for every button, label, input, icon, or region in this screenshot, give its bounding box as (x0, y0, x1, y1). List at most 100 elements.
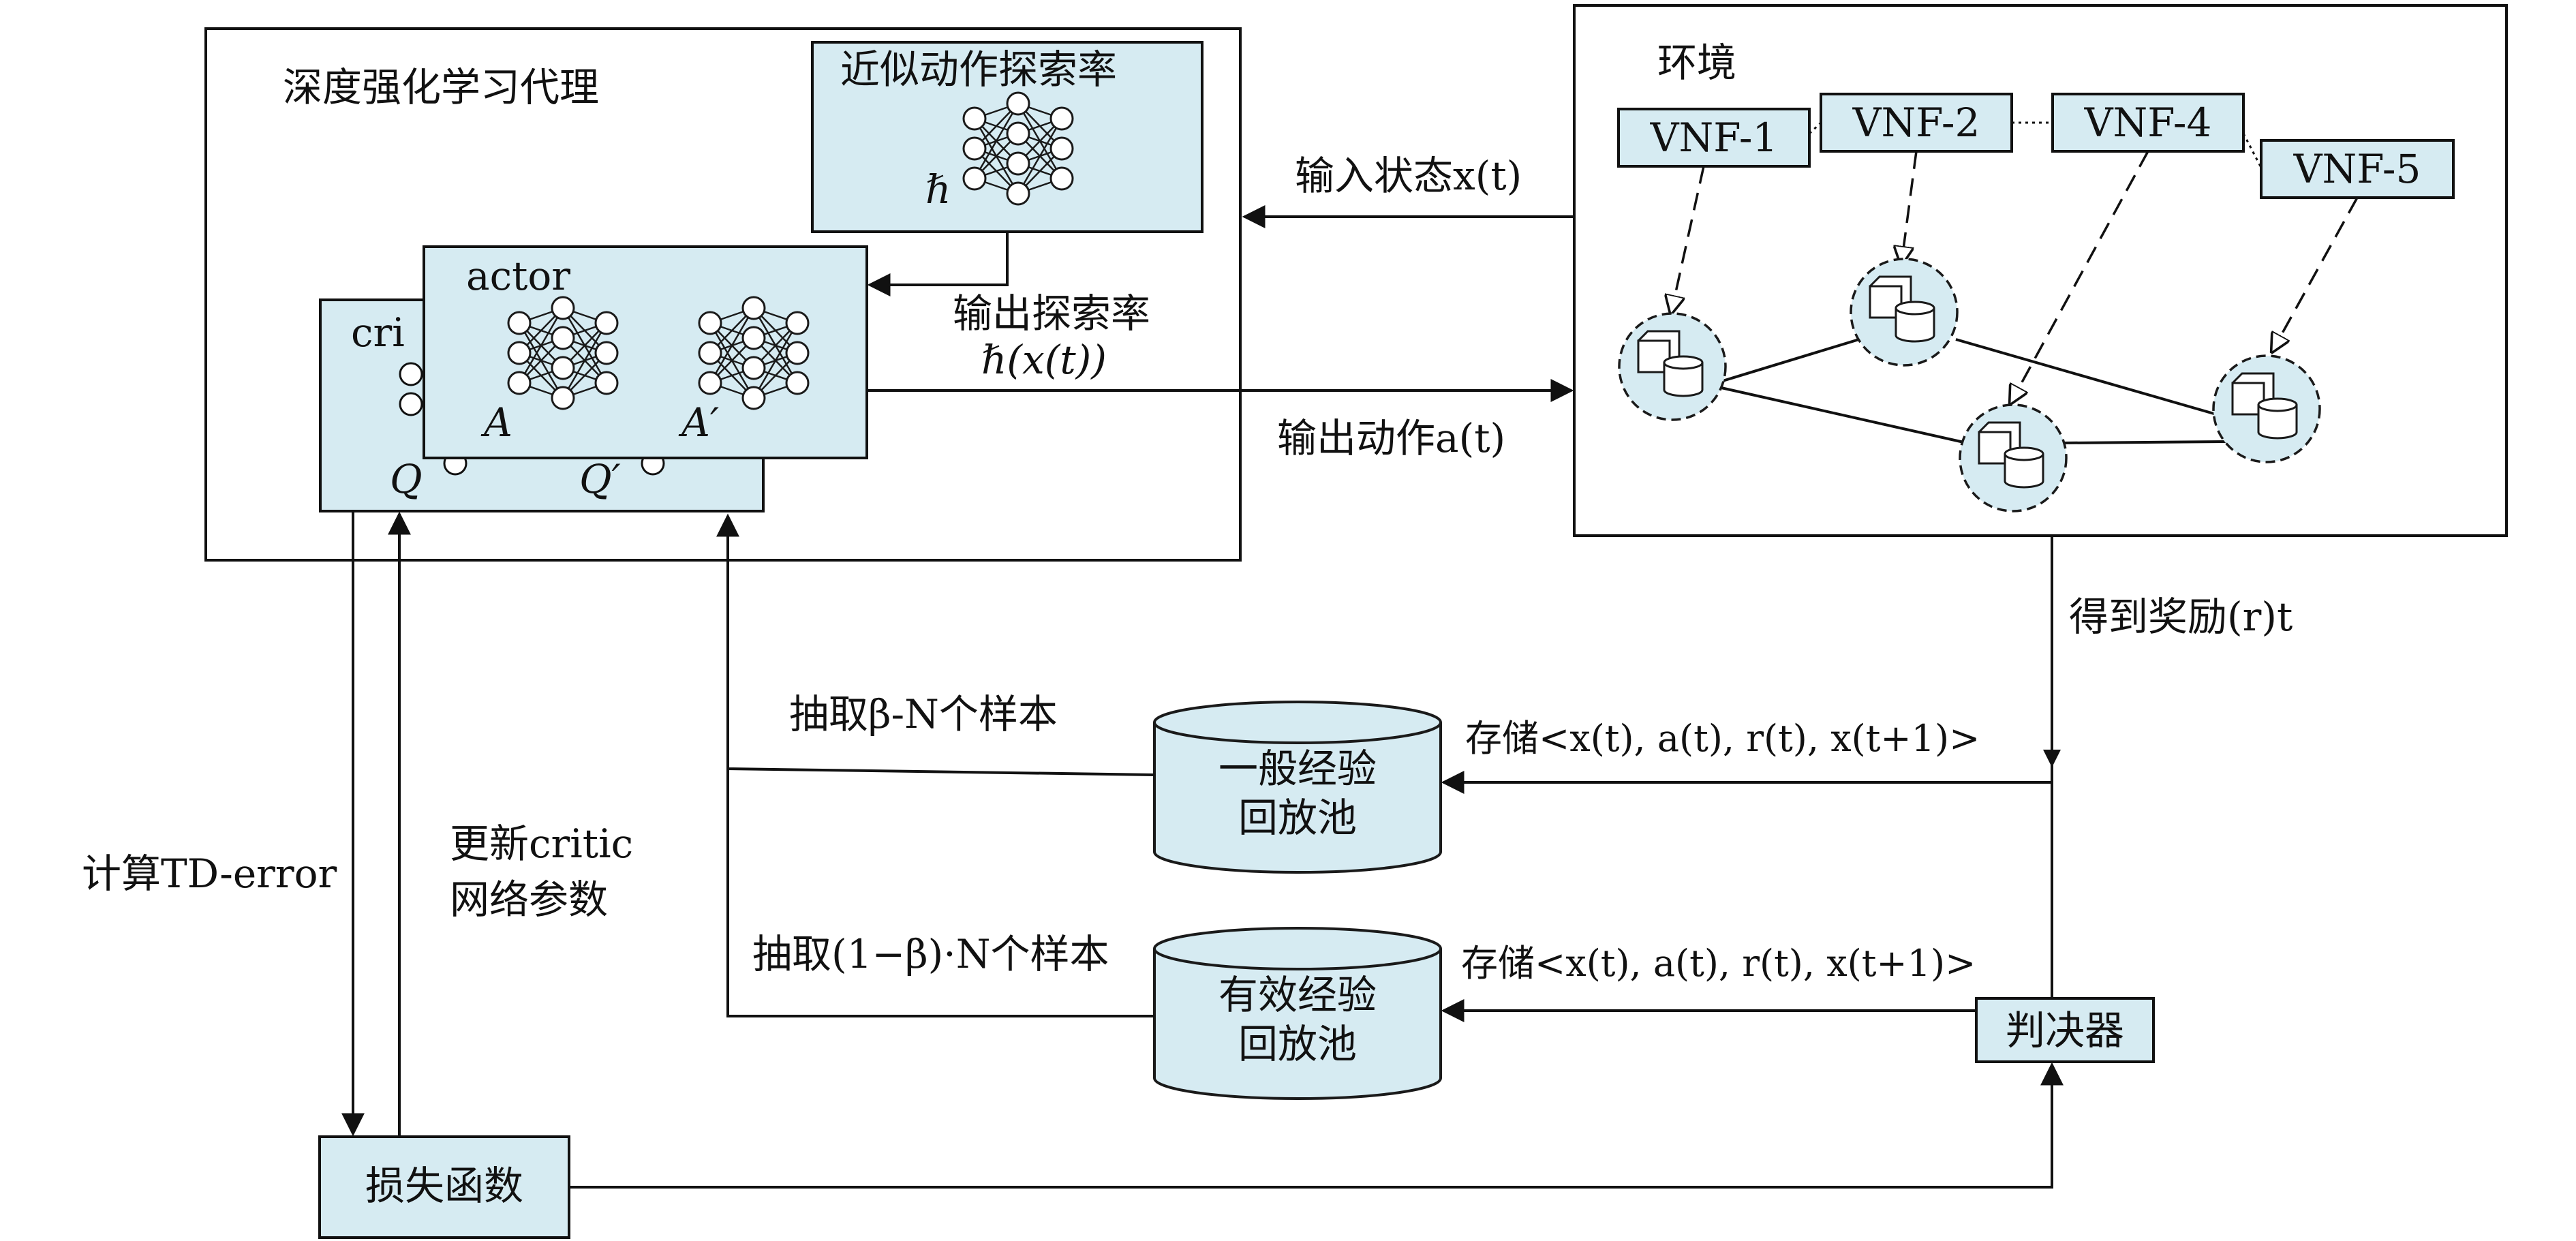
mapping-arrow (2272, 197, 2359, 352)
effective-replay-pool (1153, 927, 1442, 1100)
server-db-top (2257, 397, 2298, 412)
nn-neuron (594, 371, 619, 395)
store-effective-label: 存储<x(t), a(t), r(t), x(t+1)> (1461, 942, 1976, 985)
nn-neuron (741, 356, 766, 380)
output-action-label: 输出动作a(t) (1277, 415, 1505, 461)
nn-neuron (551, 386, 575, 410)
input-state-label: 输入状态x(t) (1295, 153, 1522, 199)
server-link (1708, 338, 1860, 386)
loss-function-label: 损失函数 (365, 1163, 523, 1209)
vnf-5-box (2260, 139, 2455, 199)
nn-neuron (507, 371, 532, 395)
nn-neuron (698, 341, 722, 365)
vnf-1-label: VNF-1 (1650, 114, 1778, 161)
nn-edge (709, 307, 755, 384)
nn-icon (698, 296, 810, 410)
nn-neuron (1049, 136, 1074, 161)
nn-neuron (698, 311, 722, 335)
storage-group: 得到奖励(r)t 存储<x(t), a(t), r(t), x(t+1)> 存储… (716, 513, 2293, 1100)
server-node-icon (2212, 354, 2321, 463)
nn-neuron (1006, 181, 1030, 206)
nn-neuron (1006, 91, 1030, 116)
explore-rate-arrow (867, 232, 1009, 296)
a-symbol: A (480, 399, 512, 446)
nn-neuron (1006, 121, 1030, 146)
nn-edge (752, 322, 799, 399)
nn-neuron (594, 341, 619, 365)
mapping-arrow (2010, 151, 2149, 403)
loss-group: 损失函数 计算TD-error 更新critic 网络参数 (82, 511, 2064, 1239)
vnf-2-box (1820, 93, 2013, 153)
server-node-icon (1959, 403, 2068, 512)
critic-node-icon (399, 362, 423, 386)
q-symbol: Q (390, 456, 423, 502)
explore-rate-title: 近似动作探索率 (840, 46, 1117, 93)
server-node-icon (1618, 312, 1727, 421)
server-db (1663, 363, 1704, 397)
pool-top (1153, 927, 1442, 970)
judge-label: 判决器 (2006, 1007, 2124, 1054)
server-link (1955, 338, 2226, 418)
nn-neuron (785, 371, 810, 395)
output-explore-label: 输出探索率 (953, 290, 1150, 337)
sample-effective-arrow (726, 769, 1154, 1017)
nn-edge (1017, 118, 1063, 194)
nn-neuron (1049, 166, 1074, 191)
vnf-5-label: VNF-5 (2293, 146, 2421, 192)
mapping-arrow (1901, 151, 1918, 264)
nn-neuron (741, 386, 766, 410)
nn-neuron (962, 136, 987, 161)
nn-neuron (698, 371, 722, 395)
server-link (2061, 440, 2226, 444)
store-general-label: 存储<x(t), a(t), r(t), x(t+1)> (1465, 717, 1980, 760)
vnf-1-box (1617, 108, 1811, 168)
actor-label: actor (466, 253, 570, 299)
nn-neuron (507, 311, 532, 335)
nn-neuron (741, 296, 766, 320)
judge-box (1975, 997, 2155, 1063)
update-critic-label-2: 网络参数 (450, 876, 608, 923)
pool-top (1153, 701, 1442, 744)
pool-body (1153, 722, 1442, 874)
nn-edge (973, 103, 1019, 179)
critic-label: cri (351, 309, 405, 356)
server-db (2004, 454, 2044, 489)
general-pool-line1: 一般经验 (1218, 746, 1377, 792)
critic-node-icon (399, 392, 423, 416)
nn-neuron (551, 296, 575, 320)
server-box (1637, 339, 1671, 373)
store-tick-icon (2043, 750, 2061, 767)
environment-title: 环境 (1657, 40, 1736, 86)
environment-group: 环境 VNF-1 VNF-2 VNF-4 VNF-5 (1573, 4, 2508, 537)
agent-title: 深度强化学习代理 (283, 64, 599, 110)
server-db-top (2004, 446, 2044, 461)
vnf-4-box (2051, 93, 2245, 153)
loss-to-judge-arrow (569, 1062, 2064, 1189)
vnf-chain-link (1808, 121, 1822, 135)
nn-neuron (785, 341, 810, 365)
output-explore-fn: ℏ(x(t)) (981, 337, 1107, 383)
nn-neuron (1006, 151, 1030, 176)
server-db-top (1895, 301, 1935, 316)
nn-neuron (1049, 106, 1074, 131)
general-replay-pool (1153, 701, 1442, 874)
server-db-top (1663, 355, 1704, 370)
sample-general-label: 抽取β-N个样本 (789, 691, 1058, 737)
q-prime-symbol: Q′ (579, 456, 621, 502)
pool-body (1153, 949, 1442, 1100)
update-critic-label-1: 更新critic (450, 821, 633, 867)
general-pool-line2: 回放池 (1238, 795, 1357, 841)
nn-neuron (962, 106, 987, 131)
hbar-symbol: ℏ (925, 166, 951, 213)
agent-env-arrows: 输入状态x(t) 输出探索率 ℏ(x(t)) 输出动作a(t) (867, 153, 1574, 461)
nn-icon (507, 296, 619, 410)
effective-pool-line2: 回放池 (1238, 1021, 1357, 1067)
agent-group: 深度强化学习代理 近似动作探索率 ℏ cri Q Q′ actor A A′ (204, 27, 1242, 562)
td-error-label: 计算TD-error (82, 851, 337, 897)
vnf-4-label: VNF-4 (2084, 99, 2212, 146)
nn-neuron (594, 311, 619, 335)
sample-effective-label: 抽取(1−β)·N个样本 (752, 931, 1109, 977)
server-db (1895, 308, 1935, 343)
mapping-arrow (1671, 166, 1705, 313)
